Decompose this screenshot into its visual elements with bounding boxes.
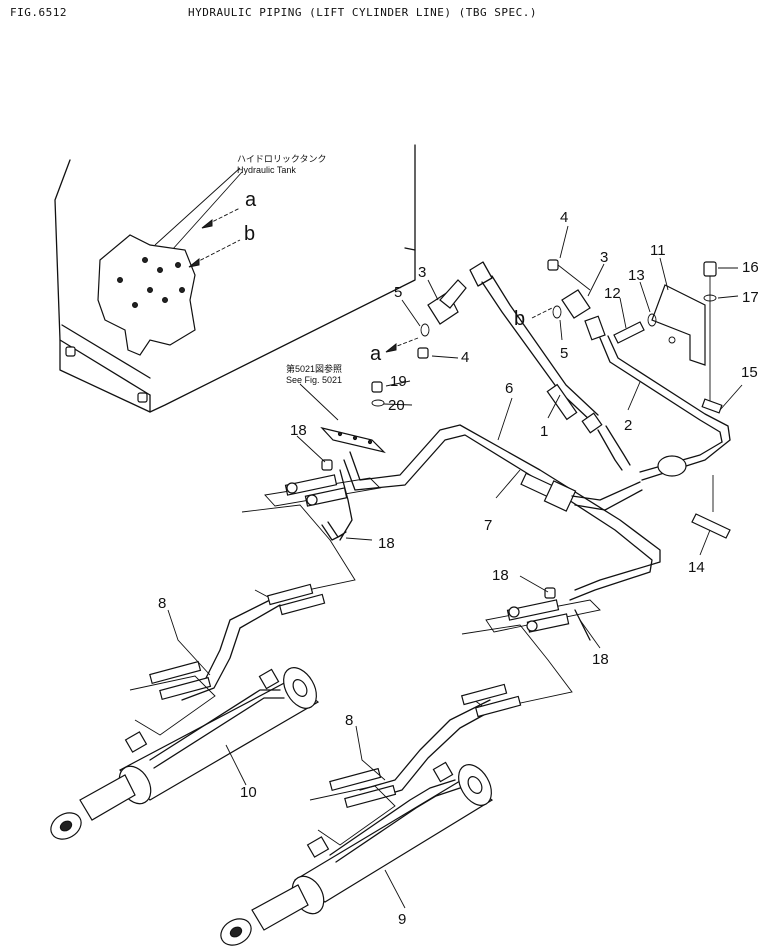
callout-4-left: 4 xyxy=(461,349,469,366)
tank-label-jp: ハイドロリックタンク xyxy=(237,154,326,164)
figure-header: FIG.6512 HYDRAULIC PIPING (LIFT CYLINDER… xyxy=(10,4,750,24)
washer-20 xyxy=(371,399,385,407)
callout-17: 17 xyxy=(742,289,759,306)
callout-10: 10 xyxy=(240,784,257,801)
plug-4a xyxy=(417,347,429,359)
hydraulic-tank xyxy=(54,144,416,413)
callout-18-right-top: 18 xyxy=(492,567,509,584)
callout-8-right: 8 xyxy=(345,712,353,729)
callout-16: 16 xyxy=(742,259,759,276)
callout-3-right: 3 xyxy=(600,249,608,266)
callout-9: 9 xyxy=(398,911,406,928)
leader-lines xyxy=(167,225,743,909)
connection-a-tank: a xyxy=(245,189,257,211)
callout-8-left: 8 xyxy=(158,595,166,612)
figure-title: HYDRAULIC PIPING (LIFT CYLINDER LINE) (T… xyxy=(188,6,538,19)
callout-5-right: 5 xyxy=(560,345,568,362)
tank-label-en: Hydraulic Tank xyxy=(237,165,296,175)
nut-19 xyxy=(371,381,383,393)
callout-15: 15 xyxy=(741,364,758,381)
lift-cylinder-10 xyxy=(50,667,320,840)
connection-b-tank: b xyxy=(244,223,255,245)
callout-18-left-top: 18 xyxy=(290,422,307,439)
figure-number: FIG.6512 xyxy=(10,6,67,19)
control-valve xyxy=(97,234,196,356)
elbow-fitting-3a xyxy=(427,279,467,325)
callout-5-left: 5 xyxy=(394,284,402,301)
callout-13: 13 xyxy=(628,267,645,284)
see-fig-label-en: See Fig. 5021 xyxy=(286,375,342,385)
connection-b-fitting: b xyxy=(514,308,525,330)
connection-a-fitting: a xyxy=(370,343,382,365)
callout-7: 7 xyxy=(484,517,492,534)
callout-18-right-bottom: 18 xyxy=(592,651,609,668)
mount-plate xyxy=(320,426,386,454)
callout-11: 11 xyxy=(650,242,666,259)
callout-3-left: 3 xyxy=(418,264,426,281)
callout-20: 20 xyxy=(388,397,405,414)
callout-4-upper: 4 xyxy=(560,209,568,226)
callout-1: 1 xyxy=(540,423,548,440)
see-fig-label-jp: 第5021図参照 xyxy=(286,363,342,374)
callout-2: 2 xyxy=(624,417,632,434)
callout-14: 14 xyxy=(688,559,705,576)
lift-cylinder-9 xyxy=(220,761,494,946)
callout-18-left-bottom: 18 xyxy=(378,535,395,552)
callout-12: 12 xyxy=(604,285,621,302)
callout-6: 6 xyxy=(505,380,513,397)
callout-19: 19 xyxy=(390,373,407,390)
